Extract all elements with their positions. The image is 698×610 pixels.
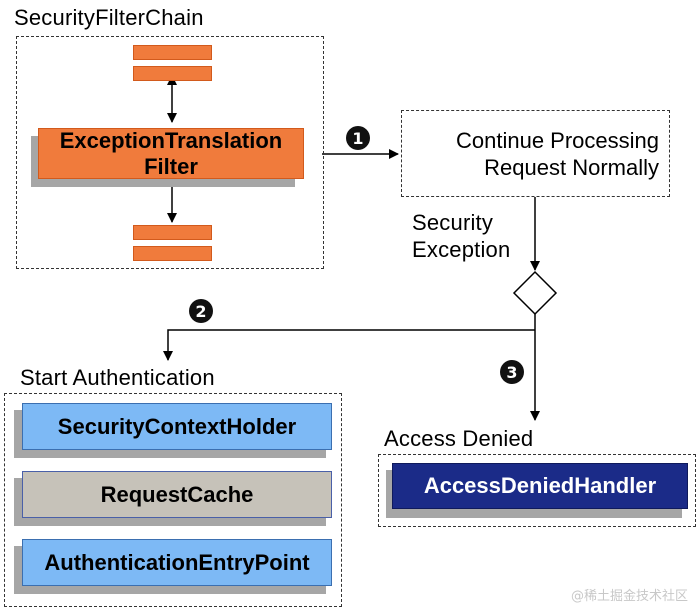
security-filter-chain-title: SecurityFilterChain [14,5,204,30]
security-exception-line2: Exception [412,237,511,262]
step-2-badge: 2 [189,299,213,323]
filter-label-line1: ExceptionTranslation [59,127,283,153]
security-exception-label: Security Exception [412,209,510,263]
continue-line1: Continue Processing [455,127,659,153]
filter-bar [133,45,212,60]
authentication-entry-point-box: AuthenticationEntryPoint [22,539,332,586]
filter-bar [133,246,212,261]
continue-line2: Request Normally [484,154,659,180]
security-exception-line1: Security [412,210,494,235]
access-denied-container [378,454,696,527]
request-cache-box: RequestCache [22,471,332,518]
watermark: @稀土掘金技术社区 [570,589,688,604]
arrow-to-start-authentication [163,329,535,361]
step-3-badge: 3 [500,360,524,384]
step-1-badge: 1 [346,126,370,150]
security-context-holder-box: SecurityContextHolder [22,403,332,450]
exception-translation-filter: ExceptionTranslation Filter [38,128,304,179]
filter-bar [133,225,212,240]
continue-processing-box: Continue Processing Request Normally [401,110,670,197]
access-denied-handler-box: AccessDeniedHandler [392,463,688,509]
filter-bar [133,66,212,81]
access-denied-title: Access Denied [384,426,534,451]
security-filter-chain-container [16,36,324,269]
start-authentication-container [4,393,342,607]
filter-label-line2: Filter [144,153,198,179]
decision-diamond [512,270,558,316]
start-authentication-title: Start Authentication [20,365,215,390]
